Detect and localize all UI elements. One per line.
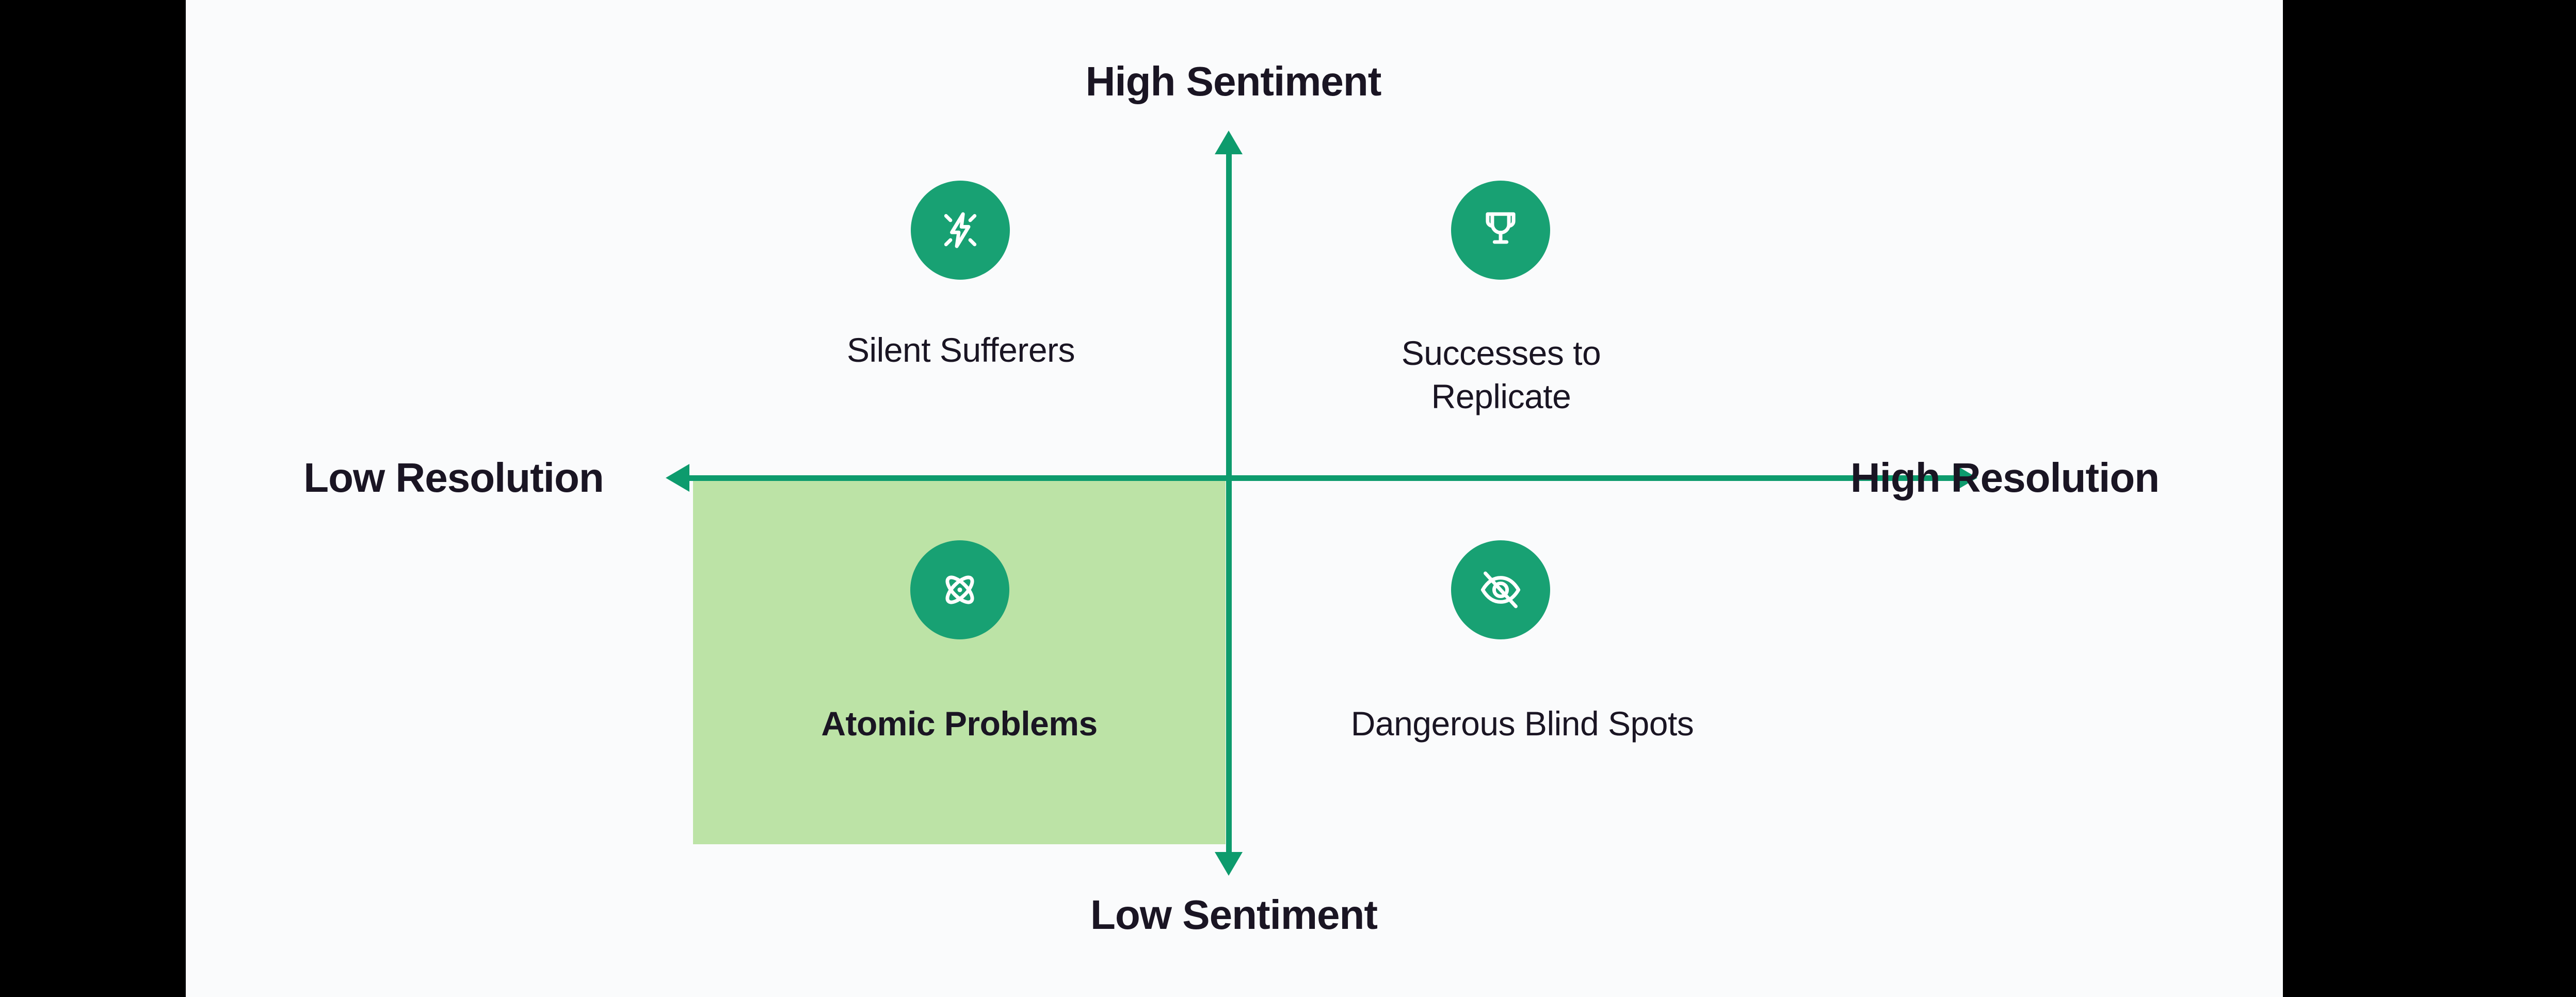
quadrant-label-successes-to-replicate: Successes to Replicate	[1401, 334, 1601, 415]
axis-label-high-resolution: High Resolution	[1850, 455, 2160, 501]
eye-off-icon	[1474, 563, 1527, 617]
blind-spots-badge	[1451, 540, 1550, 639]
axis-label-low-resolution: Low Resolution	[303, 455, 604, 501]
arrow-up-icon	[1215, 131, 1243, 154]
quadrant-label-atomic-problems: Atomic Problems	[821, 704, 1098, 743]
atom-icon	[933, 563, 987, 617]
axis-label-low-sentiment: Low Sentiment	[1090, 892, 1378, 938]
arrow-left-icon	[666, 464, 689, 492]
arrow-right-icon	[1954, 464, 1977, 492]
atomic-problems-badge	[910, 540, 1009, 639]
quadrant-label-dangerous-blind-spots: Dangerous Blind Spots	[1350, 704, 1694, 743]
quadrant-label-silent-sufferers: Silent Sufferers	[846, 331, 1075, 369]
axis-label-high-sentiment: High Sentiment	[1085, 58, 1382, 104]
highlighted-quadrant-fill	[693, 480, 1226, 844]
trophy-icon	[1474, 203, 1527, 257]
arrow-down-icon	[1215, 852, 1243, 876]
vertical-axis-line	[1226, 153, 1232, 855]
spark-icon	[933, 203, 987, 257]
successes-badge	[1451, 181, 1550, 280]
silent-sufferers-badge	[911, 181, 1010, 280]
horizontal-axis-line	[689, 475, 1954, 481]
diagram-canvas: High Sentiment Low Sentiment Low Resolut…	[186, 0, 2283, 997]
